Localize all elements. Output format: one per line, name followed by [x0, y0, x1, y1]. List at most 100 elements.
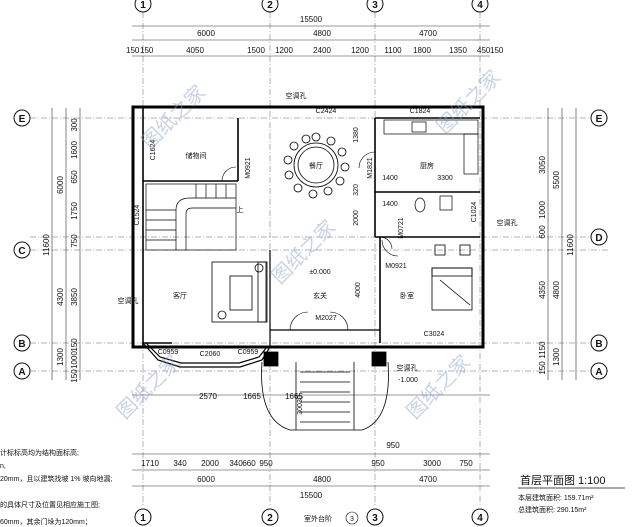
svg-text:4: 4: [477, 513, 483, 524]
dim-right-total: 11600: [566, 234, 575, 256]
svg-text:150: 150: [490, 46, 504, 55]
svg-text:600: 600: [538, 225, 547, 239]
axis-bubble-row-E-right: E: [590, 109, 608, 127]
svg-text:的具体尺寸及位置见相应施工图;: 的具体尺寸及位置见相应施工图;: [0, 500, 100, 509]
front-steps: [261, 351, 389, 431]
svg-text:4350: 4350: [538, 281, 547, 299]
sofa-set: [211, 261, 268, 323]
dim-left-detail: 300 1600 650 1750 750 3850 150 1000 150: [70, 118, 79, 383]
dining-table: [283, 132, 350, 199]
svg-text:150: 150: [538, 361, 547, 375]
axis-bubbles: 1 2 3 4 1 2 3 4 E C B A E D B A: [13, 0, 608, 526]
axis-bubble-row-B-right: B: [590, 334, 608, 352]
door-labels: M0921 M1821 M0721 M0921 M2027: [245, 157, 407, 322]
axis-bubble-col-1: 1: [134, 0, 152, 13]
room-labels: 储物间 餐厅 厨房 客厅 玄关 卧室 上: [173, 151, 434, 300]
svg-text:计标标高均为结构面标高;: 计标标高均为结构面标高;: [0, 448, 79, 457]
room-label-bedroom: 卧室: [400, 291, 414, 300]
svg-text:60mm，其余门垛为120mm；: 60mm，其余门垛为120mm；: [0, 517, 92, 526]
svg-text:650: 650: [70, 170, 79, 184]
svg-text:图纸之家: 图纸之家: [267, 215, 341, 289]
svg-text:3: 3: [350, 516, 354, 523]
svg-text:950: 950: [259, 459, 273, 468]
dim-top-seg: 4800: [313, 29, 331, 38]
notes: 计标标高均为结构面标高; n, 20mm，且以建筑找坡 1% 坡向地漏; 的具体…: [0, 448, 112, 526]
svg-text:空调孔: 空调孔: [497, 218, 518, 227]
drawing-title: 首层平面图: [520, 473, 575, 487]
window-label: C2424: [316, 108, 337, 115]
svg-text:20mm，且以建筑找坡 1% 坡向地漏;: 20mm，且以建筑找坡 1% 坡向地漏;: [0, 474, 112, 483]
axis-bubble-row-B: B: [13, 334, 31, 352]
window-label: C1624: [150, 140, 157, 161]
svg-text:1200: 1200: [351, 46, 369, 55]
svg-text:3: 3: [372, 0, 378, 11]
door-label: M0921: [245, 157, 252, 179]
window-label: C2060: [200, 351, 221, 358]
svg-text:4300: 4300: [56, 288, 65, 306]
svg-text:950: 950: [371, 459, 385, 468]
svg-text:C: C: [18, 246, 25, 257]
window-label: C0959: [158, 349, 179, 356]
svg-text:4050: 4050: [186, 46, 204, 55]
svg-text:660: 660: [242, 459, 256, 468]
svg-text:3850: 3850: [70, 288, 79, 306]
svg-text:750: 750: [459, 459, 473, 468]
room-label-living: 客厅: [173, 291, 187, 300]
bottom-dimensions: [132, 394, 490, 487]
svg-text:2000: 2000: [353, 210, 360, 226]
svg-text:3000: 3000: [423, 459, 441, 468]
svg-text:B: B: [18, 339, 25, 350]
door-swings: [221, 151, 399, 331]
window-label: C3024: [424, 331, 445, 338]
svg-text:空调孔: 空调孔: [397, 363, 418, 372]
bathroom-fixtures: [414, 195, 453, 213]
axis-bubble-col-2: 2: [261, 0, 279, 13]
staircase: [145, 183, 237, 251]
svg-text:950: 950: [386, 441, 400, 450]
svg-text:5500: 5500: [552, 171, 561, 189]
svg-text:320: 320: [353, 184, 360, 196]
window-label: C1024: [471, 202, 478, 223]
level-outdoor: -1.000: [398, 377, 418, 384]
svg-text:1: 1: [140, 513, 146, 524]
svg-text:1500: 1500: [247, 46, 265, 55]
dim-bottom-mid: 2570 1665 1665 950: [199, 392, 400, 450]
axis-bubble-row-D-right: D: [590, 228, 608, 246]
svg-text:450: 450: [477, 46, 491, 55]
svg-text:A: A: [595, 367, 602, 378]
svg-text:1000: 1000: [538, 201, 547, 219]
window-labels: C2424 C1824 C1624 C1524 C0959 C2060 C095…: [134, 108, 478, 358]
dim-bottom-detail: 1710 340 2000 340 660 950 950 3000 750: [141, 459, 473, 468]
svg-text:340: 340: [229, 459, 243, 468]
window-label: C1524: [134, 205, 141, 226]
svg-text:1380: 1380: [353, 127, 360, 143]
svg-text:D: D: [595, 233, 602, 244]
svg-text:2: 2: [267, 0, 273, 11]
dim-right-mid: 5500 4800 1300: [552, 171, 561, 366]
svg-text:4000: 4000: [355, 282, 362, 298]
svg-text:4: 4: [477, 0, 483, 11]
title-block: 首层平面图 1:100 本层建筑面积: 159.71m² 总建筑面积: 290.…: [518, 473, 625, 514]
window-label: C0959: [238, 349, 259, 356]
svg-text:图纸之家: 图纸之家: [137, 80, 211, 154]
axis-bubble-col-4-bottom: 4: [471, 508, 489, 526]
dim-top-detail: 150 150 4050 1500 1200 2400 1200 1100 18…: [126, 46, 504, 55]
svg-text:A: A: [18, 367, 25, 378]
svg-text:1710: 1710: [141, 459, 159, 468]
door-label: M1821: [367, 157, 374, 179]
total-area: 总建筑面积: 290.15m²: [518, 505, 587, 514]
svg-text:1600: 1600: [70, 141, 79, 159]
dim-left-total: 11600: [42, 234, 51, 256]
svg-text:1000: 1000: [70, 351, 79, 369]
svg-text:图纸之家: 图纸之家: [402, 350, 476, 424]
svg-text:300: 300: [70, 118, 79, 132]
axis-bubble-row-C: C: [13, 241, 31, 259]
door-label: M0921: [385, 263, 407, 270]
svg-text:3: 3: [372, 513, 378, 524]
svg-text:2570: 2570: [199, 392, 217, 401]
svg-text:B: B: [595, 339, 602, 350]
svg-text:1300: 1300: [552, 348, 561, 366]
svg-text:1800: 1800: [413, 46, 431, 55]
svg-text:30030: 30030: [297, 395, 304, 415]
svg-text:750: 750: [70, 234, 79, 248]
